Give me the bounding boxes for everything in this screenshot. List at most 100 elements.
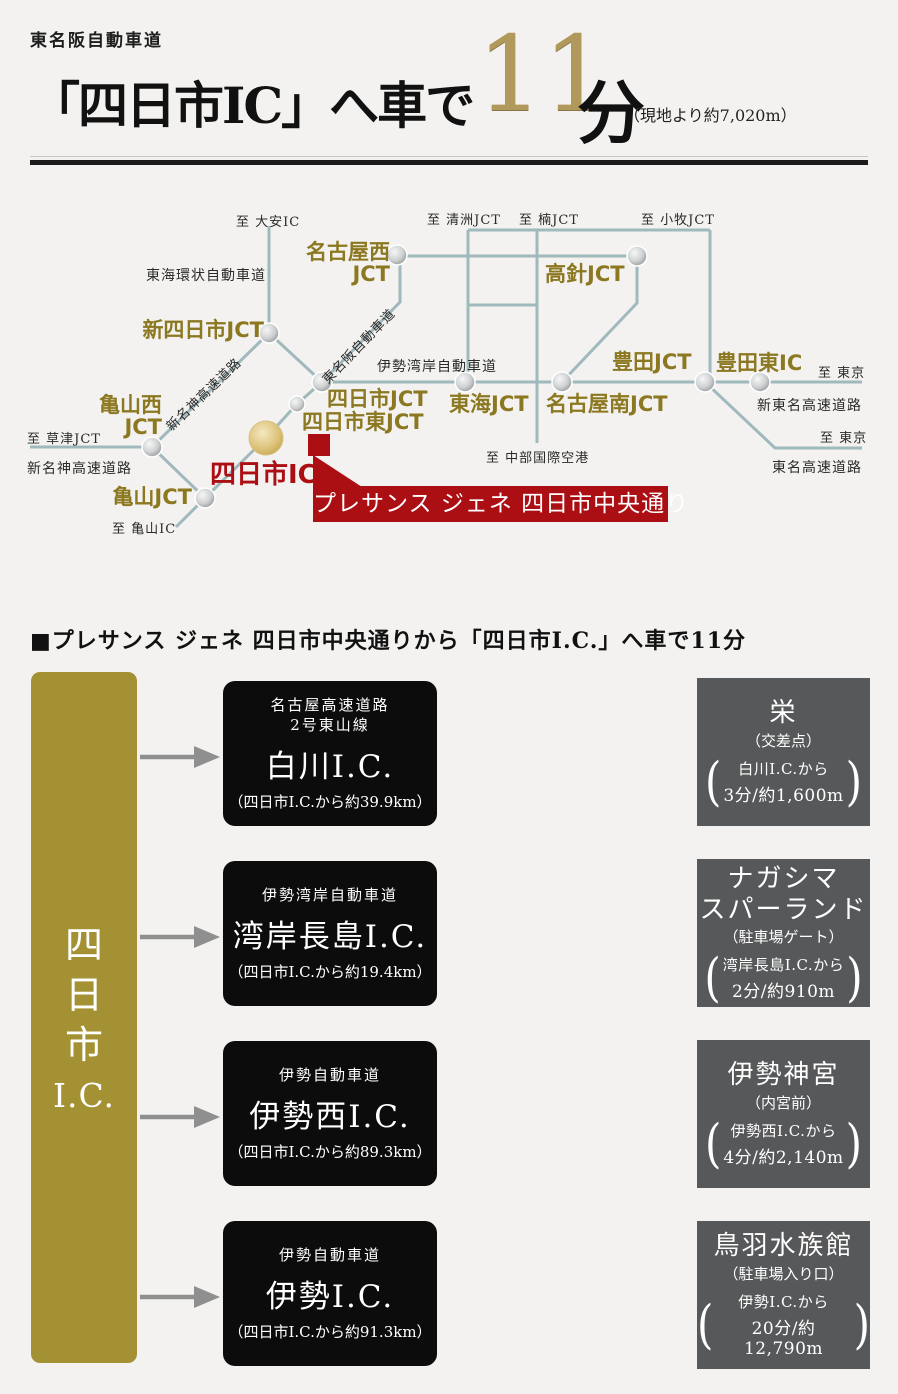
drive-minutes: 11	[477, 13, 610, 135]
dest-detail-text: 伊勢西I.C.から 4分/約2,140m	[723, 1120, 843, 1168]
dest-name: ナガシマ スパーランド	[699, 863, 868, 925]
arrow-icon	[140, 926, 220, 948]
ic-card-distance: （四日市I.C.から約91.3km）	[228, 1323, 432, 1342]
map-label-toyota-higashi-ic: 豊田東IC	[716, 351, 803, 375]
ic-card-distance: （四日市I.C.から約39.9km）	[228, 793, 432, 812]
yokkaichi-ic-node	[248, 420, 284, 456]
node-yokkaichi-jct	[311, 371, 333, 393]
arrow-icon	[140, 1106, 220, 1128]
ic-card-name: 湾岸長島I.C.	[232, 919, 428, 956]
map-label-kameyama-jct: 亀山JCT	[112, 485, 192, 509]
dest-from: 湾岸長島I.C.から	[722, 956, 845, 975]
arrow-icon	[140, 746, 220, 768]
dest-card-sakae: 栄 （交差点） ( 白川I.C.から 3分/約1,600m )	[697, 678, 870, 826]
map-dir-tokyo-upper: 至 東京	[818, 366, 866, 381]
paren-close: )	[845, 750, 863, 812]
dest-time: 20分/約12,790m	[743, 1318, 824, 1359]
paren-close: )	[853, 1293, 870, 1355]
map-road-shin-tomei: 新東名高速道路	[757, 398, 862, 414]
map-label-takabari-jct: 高針JCT	[545, 262, 625, 286]
ic-card-name: 伊勢西I.C.	[249, 1099, 411, 1136]
dest-sub: （駐車場入り口）	[723, 1264, 844, 1283]
origin-char: 市	[64, 1023, 103, 1068]
node-nagoya-minami-jct	[551, 371, 573, 393]
map-label-yokkaichi-higashi-jct: 四日市東JCT	[302, 410, 424, 434]
dest-detail-text: 伊勢I.C.から 20分/約12,790m	[715, 1291, 851, 1359]
node-yokkaichi-higashi-jct	[288, 395, 306, 413]
origin-char: 四	[64, 922, 103, 967]
map-dir-kusatsu-jct: 至 草津JCT	[27, 432, 101, 447]
map-label-shin-yokkaichi-jct: 新四日市JCT	[142, 318, 264, 342]
paren-open: (	[704, 750, 722, 812]
map-label-nagoya-nishi-jct: 名古屋西 JCT	[306, 240, 390, 287]
map-label-yokkaichi-jct: 四日市JCT	[327, 387, 428, 411]
dest-time: 4分/約2,140m	[723, 1147, 844, 1168]
ic-card-wangan-nagashima: 伊勢湾岸自動車道 湾岸長島I.C. （四日市I.C.から約19.4km）	[223, 861, 437, 1006]
paren-close: )	[845, 1112, 863, 1174]
map-label-tokai-jct: 東海JCT	[449, 392, 529, 416]
map-road-isewangan: 伊勢湾岸自動車道	[377, 359, 497, 375]
map-dir-kameyama-ic: 至 亀山IC	[112, 522, 177, 537]
ic-card-road: 名古屋高速道路 2号東山線	[270, 695, 390, 734]
dest-detail-text: 湾岸長島I.C.から 2分/約910m	[723, 954, 844, 1002]
dest-time: 2分/約910m	[731, 982, 836, 1003]
paren-open: (	[697, 1293, 714, 1355]
map-label-yokkaichi-ic: 四日市IC	[210, 460, 317, 490]
dest-name: 鳥羽水族館	[713, 1231, 854, 1262]
map-dir-tokyo-lower: 至 東京	[820, 431, 868, 446]
paren-close: )	[846, 946, 863, 1009]
ic-card-ise: 伊勢自動車道 伊勢I.C. （四日市I.C.から約91.3km）	[223, 1221, 437, 1366]
ic-card-road: 伊勢自動車道	[278, 1065, 381, 1084]
dest-sub: （内宮前）	[745, 1093, 821, 1112]
dest-card-toba-aquarium: 鳥羽水族館 （駐車場入り口） ( 伊勢I.C.から 20分/約12,790m )	[697, 1221, 870, 1369]
dest-card-nagashima: ナガシマ スパーランド （駐車場ゲート） ( 湾岸長島I.C.から 2分/約91…	[697, 859, 870, 1007]
origin-suffix: I.C.	[52, 1076, 116, 1116]
dest-sub: （交差点）	[745, 731, 821, 750]
map-dir-komaki-jct: 至 小牧JCT	[641, 213, 715, 228]
map-label-nagoya-minami-jct: 名古屋南JCT	[546, 392, 668, 416]
map-dir-chubu-airport: 至 中部国際空港	[486, 451, 590, 466]
route-arrows	[140, 746, 220, 1308]
dest-sub: （駐車場ゲート）	[723, 928, 844, 947]
dest-from: 伊勢I.C.から	[738, 1292, 829, 1311]
dest-card-ise-jingu: 伊勢神宮 （内宮前） ( 伊勢西I.C.から 4分/約2,140m )	[697, 1040, 870, 1188]
map-road-tomei: 東名高速道路	[772, 460, 862, 476]
paren-open: (	[704, 946, 721, 1009]
dest-name: 栄	[769, 698, 798, 729]
map-dir-kiyosu-jct: 至 清洲JCT	[427, 213, 501, 228]
ic-card-distance: （四日市I.C.から約19.4km）	[228, 963, 432, 982]
node-tokai-jct	[454, 371, 476, 393]
ic-card-ise-nishi: 伊勢自動車道 伊勢西I.C. （四日市I.C.から約89.3km）	[223, 1041, 437, 1186]
node-toyota-higashi-ic	[749, 371, 771, 393]
header-road-name: 東名阪自動車道	[30, 31, 163, 51]
dest-name: 伊勢神宮	[727, 1060, 840, 1091]
dest-detail: ( 伊勢I.C.から 20分/約12,790m )	[697, 1291, 870, 1359]
node-nagoya-nishi-jct	[386, 244, 408, 266]
divider-thick	[30, 160, 868, 165]
ic-card-shirakawa: 名古屋高速道路 2号東山線 白川I.C. （四日市I.C.から約39.9km）	[223, 681, 437, 826]
map-dir-daian-ic: 至 大安IC	[236, 215, 301, 230]
node-toyota-jct	[694, 371, 716, 393]
property-name-banner: プレサンス ジェネ 四日市中央通り	[313, 486, 688, 522]
arrow-icon	[140, 1286, 220, 1308]
dest-detail: ( 伊勢西I.C.から 4分/約2,140m )	[704, 1112, 863, 1174]
map-label-kameyama-nishi-jct: 亀山西 JCT	[99, 393, 162, 440]
ic-card-road: 伊勢自動車道	[278, 1245, 381, 1264]
node-kameyama-nishi-jct	[141, 436, 163, 458]
distance-note: （現地より約7,020m）	[624, 106, 797, 125]
map-road-tokai-kanjo: 東海環状自動車道	[146, 268, 266, 284]
ic-card-road: 伊勢湾岸自動車道	[261, 885, 398, 904]
ic-card-distance: （四日市I.C.から約89.3km）	[228, 1143, 432, 1162]
map-label-toyota-jct: 豊田JCT	[612, 350, 692, 374]
ic-card-name: 白川I.C.	[265, 749, 395, 786]
page-title: 「四日市IC」へ車で	[30, 76, 475, 135]
dest-from: 伊勢西I.C.から	[730, 1121, 837, 1140]
ic-card-name: 伊勢I.C.	[265, 1279, 395, 1316]
map-road-shin-meishin-left: 新名神高速道路	[27, 461, 132, 477]
paren-open: (	[704, 1112, 722, 1174]
minutes-unit: 分	[577, 74, 646, 154]
property-marker	[308, 434, 330, 456]
callout-pointer	[313, 455, 362, 487]
